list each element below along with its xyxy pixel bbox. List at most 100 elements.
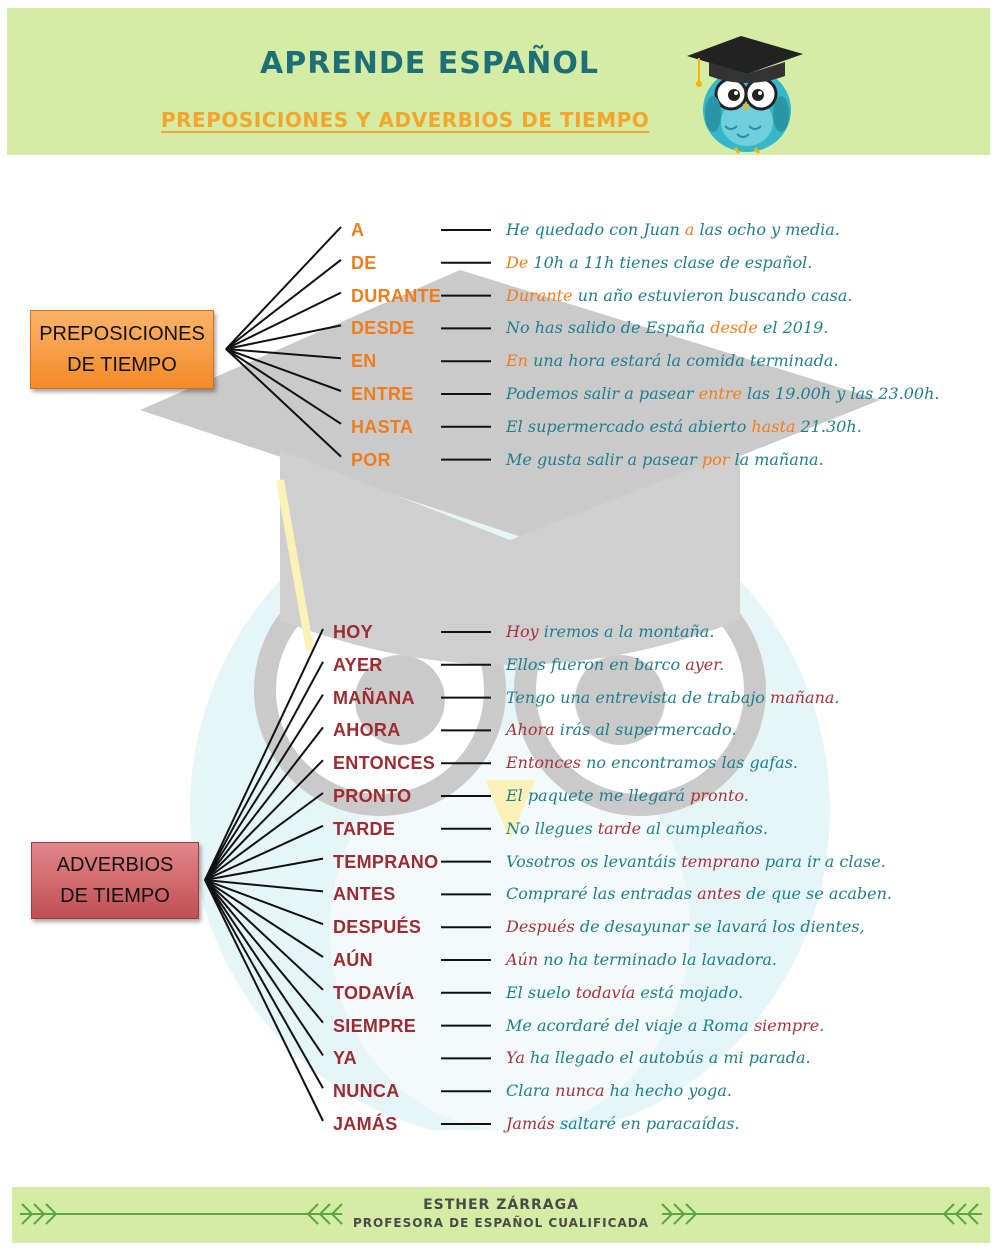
prepositions-word: A (351, 220, 365, 240)
connector-line (225, 324, 342, 350)
highlighted-word: Aún (506, 950, 539, 969)
sentence-text: . (819, 1015, 825, 1035)
adverbs-word: SIEMPRE (333, 1015, 417, 1036)
sentence-text: un año estuvieron buscando casa. (572, 285, 853, 305)
adverbs-word: ANTES (333, 884, 396, 905)
sentence-text: Clara (506, 1081, 556, 1101)
sentence-text: Vosotros os levantáis (506, 851, 682, 871)
adverbs-example-sentence: Vosotros os levantáis temprano para ir a… (506, 852, 886, 871)
sentence-text: No has salido de España (506, 318, 711, 338)
sentence-text: . (834, 687, 840, 707)
owl-graduate-icon (687, 36, 803, 154)
prepositions-example-sentence: He quedado con Juan a las ocho y media. (506, 220, 840, 239)
highlighted-word: desde (710, 318, 758, 338)
connector-line (204, 879, 324, 1056)
sentence-text: irás al supermercado. (554, 720, 737, 740)
adverbs-example-sentence: Clara nunca ha hecho yoga. (506, 1081, 732, 1100)
connector-line (204, 759, 324, 881)
sentence-text: He quedado con Juan (506, 220, 685, 239)
sentence-text: ha llegado el autobús a mi parada. (524, 1048, 811, 1068)
sentence-text: El supermercado está abierto (506, 416, 752, 436)
connector-line (204, 726, 324, 881)
adverbs-word: TARDE (333, 818, 396, 839)
prepositions-label-line1: PREPOSICIONES (39, 322, 205, 345)
sentence-text: no encontramos las gafas. (581, 753, 798, 773)
sentence-text: el 2019. (757, 318, 829, 338)
author-name: ESTHER ZÁRRAGA (423, 1197, 579, 1213)
highlighted-word: entre (698, 384, 742, 403)
highlighted-word: Entonces (506, 753, 581, 773)
highlighted-word: Después (506, 917, 575, 937)
sentence-text: No llegues (506, 818, 598, 838)
adverbs-example-sentence: Me acordaré del viaje a Roma siempre. (506, 1016, 824, 1035)
highlighted-word: Jamás (506, 1114, 555, 1133)
connector-line (225, 348, 342, 392)
sentence-text: Tengo una entrevista de trabajo (506, 687, 771, 707)
sentence-text: iremos a la montaña. (538, 622, 715, 641)
highlighted-word: temprano (681, 851, 760, 871)
sentence-text: de desayunar se lavará los dientes, (574, 917, 865, 937)
prepositions-example-sentence: De 10h a 11h tienes clase de español. (506, 253, 812, 272)
connector-line (204, 694, 324, 881)
prepositions-example-sentence: No has salido de España desde el 2019. (506, 318, 828, 337)
sentence-text: está mojado. (635, 982, 744, 1002)
highlighted-word: hasta (751, 416, 796, 436)
prepositions-example-sentence: Podemos salir a pasear entre las 19.00h … (506, 384, 939, 403)
sentence-text: las 19.00h y las 23.00h. (741, 384, 940, 403)
sentence-text: una hora estará la comida terminada. (527, 351, 839, 371)
adverbs-example-sentence: Después de desayunar se lavará los dient… (506, 917, 865, 936)
sentence-text: al cumpleaños. (641, 818, 768, 838)
connector-line (225, 259, 342, 350)
connector-line (225, 226, 342, 350)
highlighted-word: nunca (555, 1081, 605, 1101)
highlighted-word: Hoy (506, 622, 539, 641)
sentence-text: Podemos salir a pasear (506, 384, 699, 403)
adverbs-example-sentence: El suelo todavía está mojado. (506, 983, 743, 1002)
adverbs-example-sentence: Hoy iremos a la montaña. (506, 622, 714, 641)
highlighted-word: siempre (753, 1015, 820, 1035)
sentence-text: 10h a 11h tienes clase de español. (528, 252, 813, 272)
highlighted-word: por (701, 449, 730, 469)
highlighted-word: Ahora (506, 720, 555, 740)
highlighted-word: tarde (597, 818, 642, 838)
highlighted-word: En (506, 351, 528, 371)
adverbs-example-sentence: El paquete me llegará pronto. (506, 786, 749, 805)
adverbs-example-sentence: No llegues tarde al cumpleaños. (506, 819, 768, 838)
highlighted-word: Durante (506, 285, 573, 305)
adverbs-example-sentence: Aún no ha terminado la lavadora. (506, 950, 777, 969)
adverbs-word: TODAVÍA (333, 982, 415, 1003)
adverbs-label-line2: DE TIEMPO (60, 884, 170, 907)
adverbs-word: YA (333, 1048, 357, 1069)
highlighted-word: Ya (506, 1048, 525, 1068)
adverbs-word: TEMPRANO (333, 851, 439, 872)
adverbs-example-sentence: Jamás saltaré en paracaídas. (506, 1114, 740, 1133)
adverbs-word: HOY (333, 622, 373, 642)
highlighted-word: ayer (685, 654, 720, 674)
sentence-text: El suelo (506, 982, 576, 1002)
highlighted-word: mañana (770, 687, 835, 707)
connector-line (204, 824, 324, 881)
prepositions-label-box: PREPOSICIONES DE TIEMPO (30, 310, 214, 389)
page-subtitle: PREPOSICIONES Y ADVERBIOS DE TIEMPO (161, 108, 650, 132)
connector-line (204, 879, 324, 893)
adverbs-label-box: ADVERBIOS DE TIEMPO (31, 842, 199, 919)
connector-line (204, 628, 324, 881)
adverbs-example-sentence: Ellos fueron en barco ayer. (506, 655, 724, 674)
connector-line (204, 879, 324, 1024)
prepositions-example-sentence: Me gusta salir a pasear por la mañana. (506, 450, 824, 469)
connector-line (204, 879, 324, 991)
sentence-text: para ir a clase. (759, 851, 886, 871)
connector-line (204, 792, 324, 881)
sentence-text: Me acordaré del viaje a Roma (506, 1015, 754, 1035)
adverbs-label-line1: ADVERBIOS (56, 853, 174, 876)
adverbs-word: PRONTO (333, 786, 412, 806)
prepositions-word: DE (351, 252, 377, 273)
adverbs-word: MAÑANA (333, 687, 415, 708)
prepositions-label-line2: DE TIEMPO (67, 353, 177, 376)
sentence-text: Ellos fueron en barco (506, 654, 686, 674)
footer-banner: ESTHER ZÁRRAGA PROFESORA DE ESPAÑOL CUAL… (12, 1187, 990, 1243)
highlighted-word: todavía (575, 982, 636, 1002)
connector-line (204, 879, 324, 926)
sentence-text: Compraré las entradas (506, 884, 698, 904)
